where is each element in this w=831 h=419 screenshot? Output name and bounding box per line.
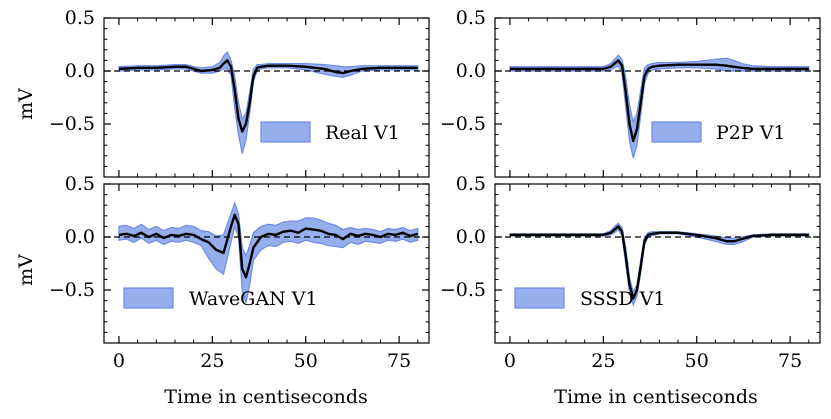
y-tick-label: 0.5 (456, 173, 486, 195)
x-tick-label: 0 (113, 350, 125, 372)
mean-line (118, 213, 419, 279)
x-tick-label: 50 (685, 350, 709, 372)
y-tick-label: 0.0 (65, 226, 95, 248)
legend-label: P2P V1 (716, 122, 786, 144)
xlabel-left: Time in centiseconds (164, 386, 367, 408)
panel-4: 0 25 50 75 0.5 0.0 −0.5 SSSD V1 (440, 173, 821, 372)
y-tick-label: −0.5 (49, 279, 95, 301)
legend-label: WaveGAN V1 (189, 288, 318, 310)
x-tick-label: 75 (387, 350, 411, 372)
legend-patch (514, 287, 565, 309)
legend-label: Real V1 (325, 122, 400, 144)
legend-patch (260, 121, 311, 143)
y-tick-label: 0.5 (65, 173, 95, 195)
mean-line (118, 59, 418, 133)
axes-frame (103, 183, 430, 344)
mean-line (509, 225, 809, 300)
axes-frame (494, 17, 821, 178)
axes-frame (494, 183, 821, 344)
y-tick-label: 0.0 (456, 226, 486, 248)
x-tick-label: 0 (504, 350, 516, 372)
y-tick-label: 0.5 (456, 7, 486, 29)
panel-2: 0.5 0.0 −0.5 P2P V1 (440, 7, 821, 178)
y-tick-label: 0.0 (65, 60, 95, 82)
x-tick-label: 25 (200, 350, 224, 372)
plot-area (495, 54, 820, 159)
legend-patch (651, 121, 702, 143)
plot-area (495, 222, 820, 307)
legend: Real V1 (260, 121, 400, 144)
x-tick-label: 50 (294, 350, 318, 372)
y-tick-label: −0.5 (440, 113, 486, 135)
plot-area (104, 50, 429, 154)
xlabel-right: Time in centiseconds (554, 386, 757, 408)
legend-label: SSSD V1 (580, 288, 665, 310)
y-tick-label: 0.0 (456, 60, 486, 82)
x-tick-label: 25 (591, 350, 615, 372)
legend: P2P V1 (651, 121, 786, 144)
panels: 0.5 0.0 −0.5 Real V1 0.5 0.0 −0.5 P2P V1 0 25 50 75… (49, 7, 821, 372)
mean-line (509, 59, 809, 143)
plot-area (104, 201, 429, 303)
legend: WaveGAN V1 (123, 287, 318, 310)
panel-1: 0.5 0.0 −0.5 Real V1 (49, 7, 430, 178)
ylabel-bottom: mV (15, 254, 37, 286)
y-tick-label: 0.5 (65, 7, 95, 29)
x-tick-label: 75 (778, 350, 802, 372)
panel-3: 0 25 50 75 0.5 0.0 −0.5 WaveGAN V1 (49, 173, 430, 372)
y-tick-label: −0.5 (49, 113, 95, 135)
confidence-band (118, 50, 419, 154)
ylabel-top: mV (15, 88, 37, 120)
legend: SSSD V1 (514, 287, 665, 310)
y-tick-label: −0.5 (440, 279, 486, 301)
confidence-band (118, 201, 419, 303)
legend-patch (123, 287, 174, 309)
axes-frame (103, 17, 430, 178)
